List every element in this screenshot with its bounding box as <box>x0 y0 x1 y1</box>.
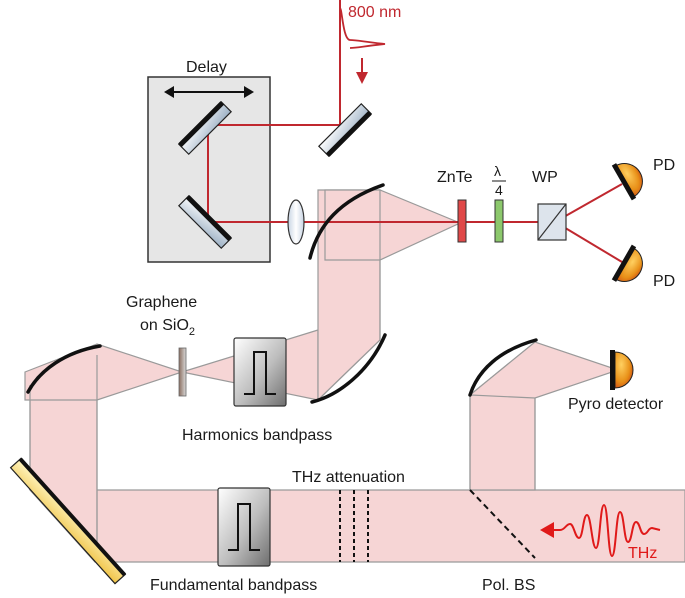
delay-arrow-head-left <box>164 86 174 98</box>
harmonics-bandpass-filter <box>233 337 287 407</box>
laser-label: 800 nm <box>348 4 401 21</box>
probe-pulse-shape <box>339 7 386 49</box>
qwp-numerator: λ <box>494 163 501 179</box>
wollaston-prism <box>537 203 567 241</box>
delay-arrow-head-right <box>244 86 254 98</box>
small-mirrors <box>177 100 373 250</box>
thz-label: THz <box>628 545 657 562</box>
fundamental-label: Fundamental bandpass <box>150 577 317 594</box>
beam-to-graphene <box>24 343 184 401</box>
graphene-label: Graphene <box>126 294 197 311</box>
probe-lens <box>287 199 305 245</box>
pickoff-mirror <box>317 102 373 158</box>
harmonics-label: Harmonics bandpass <box>182 427 332 444</box>
thz-waveform <box>545 503 661 558</box>
beam-pyro-focus <box>468 341 620 399</box>
quarter-waveplate <box>494 199 504 243</box>
parabola-mid <box>310 333 387 404</box>
parabola-left <box>26 344 102 394</box>
znte-crystal <box>457 199 467 243</box>
pulse-down-arrow-head <box>356 72 368 84</box>
qwp-denominator: 4 <box>495 182 503 198</box>
pd-bottom-label: PD <box>653 273 675 290</box>
delay-label: Delay <box>186 59 227 76</box>
gold-flat-mirror <box>9 457 127 585</box>
thz-arrow-head <box>540 522 554 538</box>
parabola-right <box>468 338 538 397</box>
thz-attenuators <box>339 490 369 562</box>
pd-detector-top <box>611 163 643 201</box>
wp-label: WP <box>532 169 558 186</box>
pd-top-label: PD <box>653 157 675 174</box>
pd-detector-bottom <box>611 244 643 282</box>
znte-label: ZnTe <box>437 169 473 186</box>
graphene-substrate-label: on SiO2 <box>140 317 195 338</box>
fundamental-bandpass-filter <box>217 487 271 567</box>
parabola-top <box>308 183 385 260</box>
graphene-sample <box>178 347 187 397</box>
attenuation-label: THz attenuation <box>292 469 405 486</box>
pyro-detector <box>610 350 634 390</box>
polbs-label: Pol. BS <box>482 577 535 594</box>
main-thz-beam <box>28 489 685 563</box>
pyro-label: Pyro detector <box>568 396 664 413</box>
beam-edge-lines <box>29 190 536 562</box>
pol-beam-splitter <box>469 489 536 559</box>
beam-to-znte <box>324 189 462 261</box>
parabolic-mirrors <box>26 183 538 404</box>
